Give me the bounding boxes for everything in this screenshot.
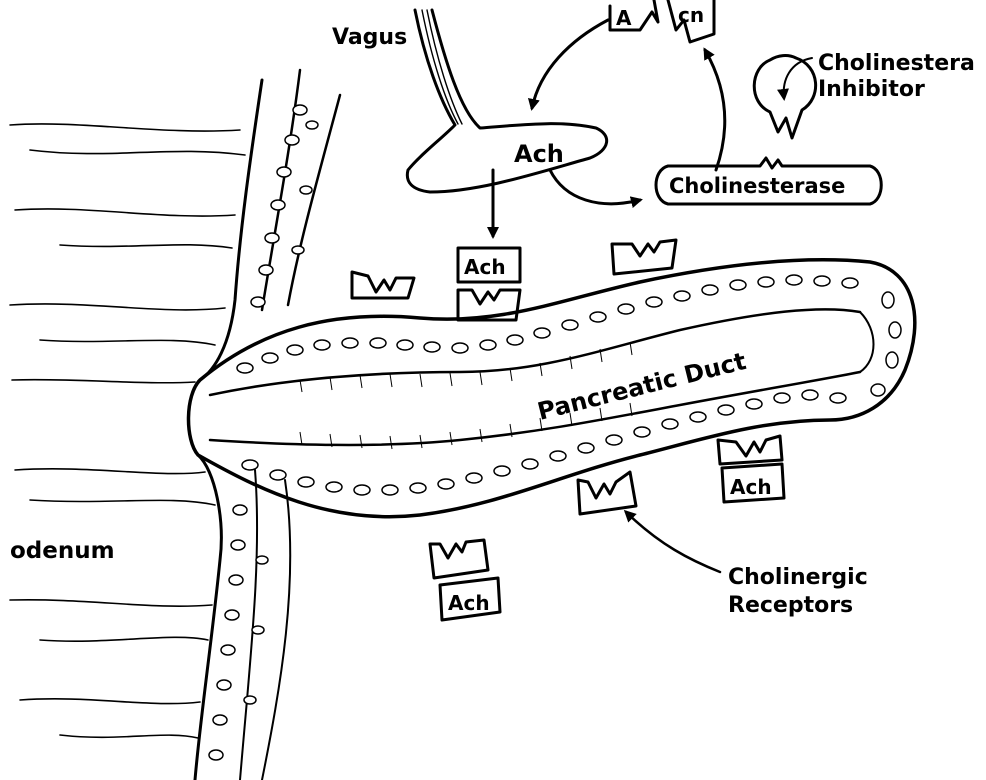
duodenum-wall: [10, 70, 340, 780]
hydrolysis-arrow: [550, 170, 640, 204]
cholinesterase-label: Cholinesterase: [669, 174, 845, 198]
vagus-label: Vagus: [332, 25, 407, 50]
receptor-bottom-3-bound: Ach: [718, 436, 784, 502]
vagus-nerve: [407, 10, 606, 192]
synthesis-arrow: [532, 20, 608, 108]
inhibitor-label-line1: Cholinestera: [818, 51, 975, 76]
inhibitor-label-line2: Inhibitor: [818, 77, 925, 102]
fragment-cn-label: cn: [678, 3, 704, 27]
recycle-arrow: [705, 50, 725, 170]
receptors-pointer-arrow: [626, 512, 720, 572]
acetate-fragment: A: [610, 0, 658, 30]
inhibitor-molecule: [754, 56, 815, 138]
receptors-label-line1: Cholinergic: [728, 565, 868, 590]
receptor-bottom-1-bound: Ach: [430, 540, 500, 620]
receptor-top-2-bound: Ach: [458, 248, 520, 320]
ach-vesicle-label: Ach: [514, 140, 564, 168]
ach-receptor-right-label: Ach: [730, 475, 772, 499]
receptors-label-line2: Receptors: [728, 593, 853, 618]
fragment-a-label: A: [616, 6, 632, 30]
ach-receptor-top-label: Ach: [464, 255, 506, 279]
receptor-top-1: [352, 272, 414, 298]
cholinesterase-enzyme: Cholinesterase: [656, 158, 881, 204]
duodenum-label: odenum: [10, 538, 115, 564]
pancreatic-duct: [188, 260, 914, 517]
receptor-bottom-2: [578, 472, 636, 514]
choline-fragment: cn: [668, 0, 714, 42]
ach-receptor-bottom-label: Ach: [448, 591, 490, 615]
receptor-top-3: [612, 240, 676, 274]
